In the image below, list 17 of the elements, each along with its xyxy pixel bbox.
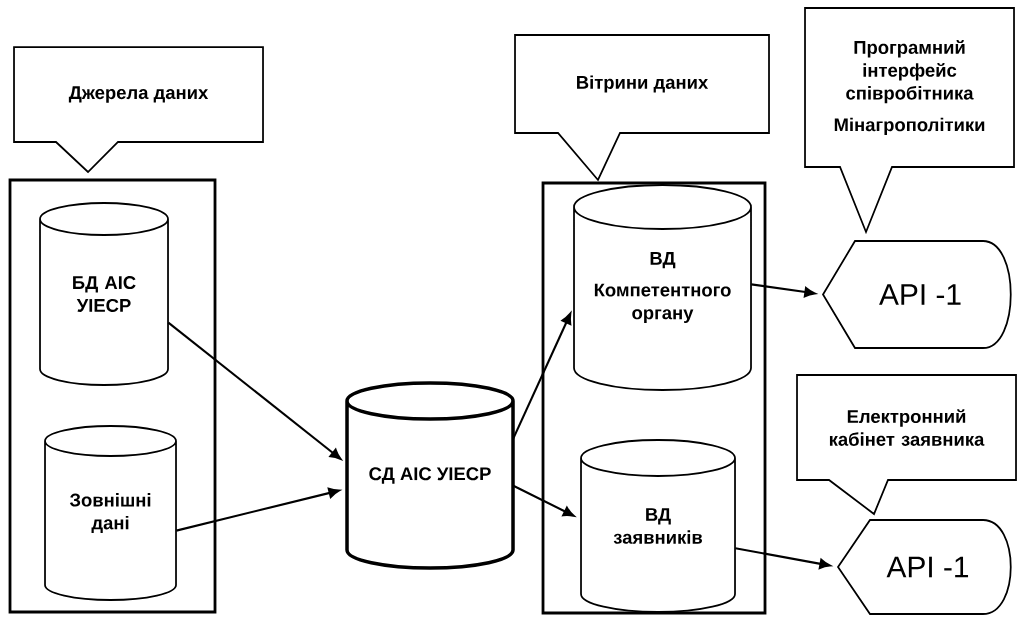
arrow — [735, 547, 831, 569]
callout-box: Програмний інтерфейс співробітника Мінагрополітики — [804, 7, 1015, 235]
callout-box: Електронний кабінет заявника — [796, 374, 1017, 516]
database-cylinder: Зовнішні дані — [44, 425, 177, 601]
database-cylinder: СД АІС УІЕСР — [345, 381, 515, 570]
callout-box: Вітрини даних — [514, 34, 770, 182]
database-cylinder: ВД Компетентного органу — [573, 184, 752, 391]
arrow — [512, 312, 572, 439]
arrow — [176, 487, 340, 532]
arrow — [167, 321, 342, 460]
group-frame — [541, 181, 767, 615]
arrow — [512, 484, 575, 517]
database-cylinder: ВД заявників — [580, 439, 736, 613]
group-frame — [8, 178, 217, 614]
arrow — [751, 283, 816, 298]
database-cylinder: БД АІС УІЕСР — [39, 202, 169, 386]
callout-box: Джерела даних — [13, 46, 264, 174]
